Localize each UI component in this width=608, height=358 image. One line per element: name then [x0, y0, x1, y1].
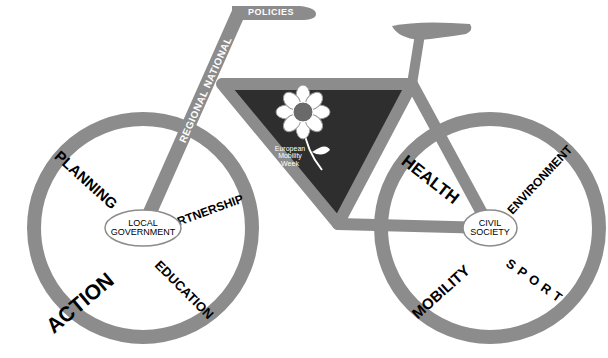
- ellipse-shape: [463, 210, 517, 246]
- node-text: ENVIRONMENT: [505, 143, 575, 216]
- node-text: HEALTH: [398, 152, 462, 208]
- tube-label: POLICIES: [248, 8, 294, 17]
- saddle: [392, 22, 471, 40]
- ellipse-shape: [105, 210, 181, 246]
- ring-shape: [34, 119, 252, 337]
- node-text: MOBILITY: [409, 262, 473, 322]
- node-text: European Mobility Week: [270, 145, 310, 167]
- hub-ellipse: CIVIL SOCIETY: [462, 209, 518, 247]
- node-text: SPORT: [504, 256, 569, 307]
- node-text: PLANNING: [52, 148, 121, 212]
- node-text: LOCAL GOVERNMENT: [109, 219, 177, 238]
- flower-symbol: [276, 85, 330, 170]
- handlebar: [232, 6, 316, 20]
- node-text: EDUCATION: [152, 258, 216, 322]
- hub-ellipse: LOCAL GOVERNMENT: [104, 209, 182, 247]
- ring-shape: [381, 119, 599, 337]
- wheel: HEALTH ENVIRONMENT MOBILITY SPORT CIVIL SOCI…: [373, 111, 607, 345]
- seat-post: [412, 34, 420, 84]
- wheel: PLANNINGPARTNERSHIPACTIONEDUCATIONLOCAL …: [26, 111, 260, 345]
- tube-label: REGIONAL NATIONAL: [178, 35, 234, 144]
- node-text: CIVIL SOCIETY: [466, 219, 514, 238]
